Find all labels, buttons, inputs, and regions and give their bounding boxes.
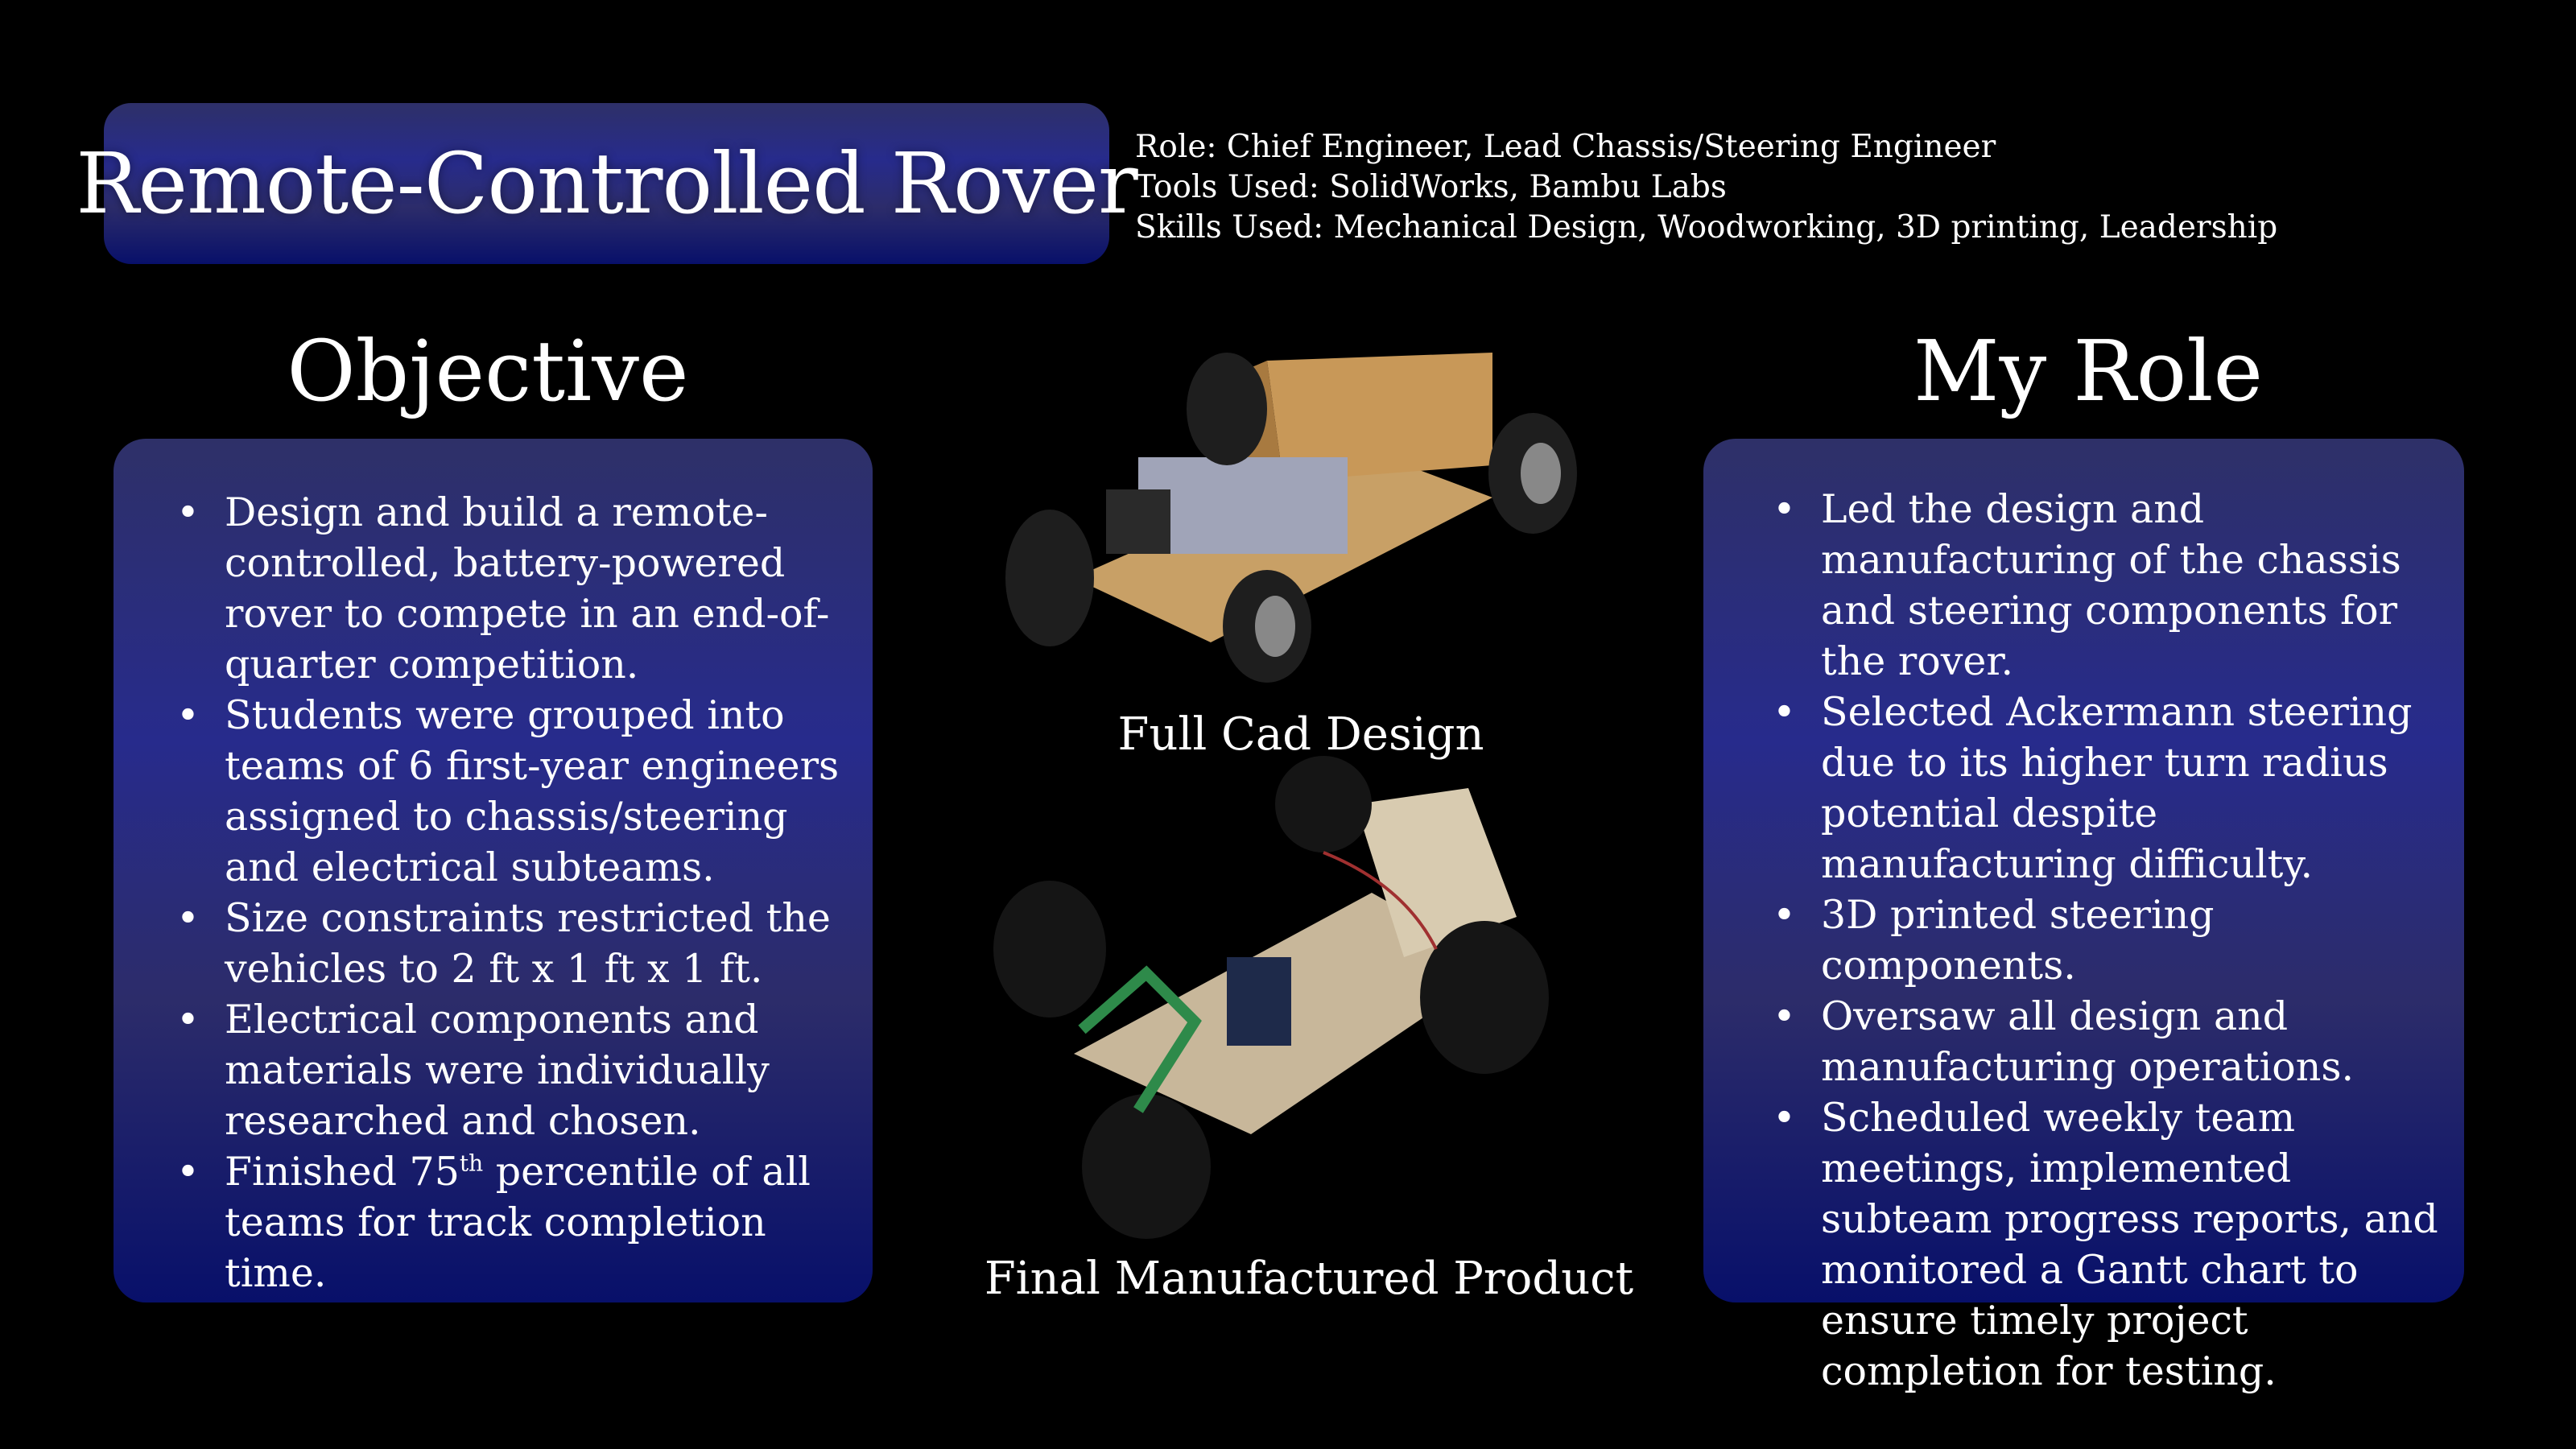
role-item: Led the design and manufacturing of the …: [1773, 484, 2440, 687]
objective-panel: Design and build a remote-controlled, ba…: [114, 439, 873, 1302]
objective-item: Design and build a remote-controlled, ba…: [176, 487, 848, 690]
my-role-heading: My Role: [1913, 322, 2264, 420]
role-item: Oversaw all design and manufacturing ope…: [1773, 991, 2440, 1092]
role-item: 3D printed steering components.: [1773, 890, 2440, 991]
role-item: Scheduled weekly team meetings, implemen…: [1773, 1092, 2440, 1397]
title-banner: Remote-Controlled Rover: [76, 103, 1138, 264]
objective-item: Electrical components and materials were…: [176, 994, 848, 1146]
cad-render-image: [1005, 353, 1577, 683]
page-title: Remote-Controlled Rover: [76, 134, 1137, 233]
role-line: Role: Chief Engineer, Lead Chassis/Steer…: [1135, 129, 1996, 165]
role-item: Selected Ackermann steering due to its h…: [1773, 687, 2440, 890]
text: Finished 75: [225, 1149, 460, 1195]
objective-item: Size constraints restricted the vehicles…: [176, 893, 848, 994]
my-role-panel: Led the design and manufacturing of the …: [1703, 439, 2464, 1394]
objective-heading: Objective: [287, 322, 689, 420]
cad-caption: Full Cad Design: [1117, 708, 1484, 761]
objective-item: Finished 75th percentile of all teams fo…: [176, 1146, 848, 1298]
ordinal-suffix: th: [459, 1150, 484, 1177]
skills-line: Skills Used: Mechanical Design, Woodwork…: [1135, 209, 2278, 246]
product-caption: Final Manufactured Product: [984, 1253, 1634, 1305]
tools-line: Tools Used: SolidWorks, Bambu Labs: [1135, 169, 1727, 205]
manufactured-rover-photo: [993, 756, 1549, 1239]
objective-item: Students were grouped into teams of 6 fi…: [176, 690, 848, 893]
text: percentile of all teams for track comple…: [225, 1149, 811, 1296]
project-meta: Role: Chief Engineer, Lead Chassis/Steer…: [1135, 127, 2277, 248]
